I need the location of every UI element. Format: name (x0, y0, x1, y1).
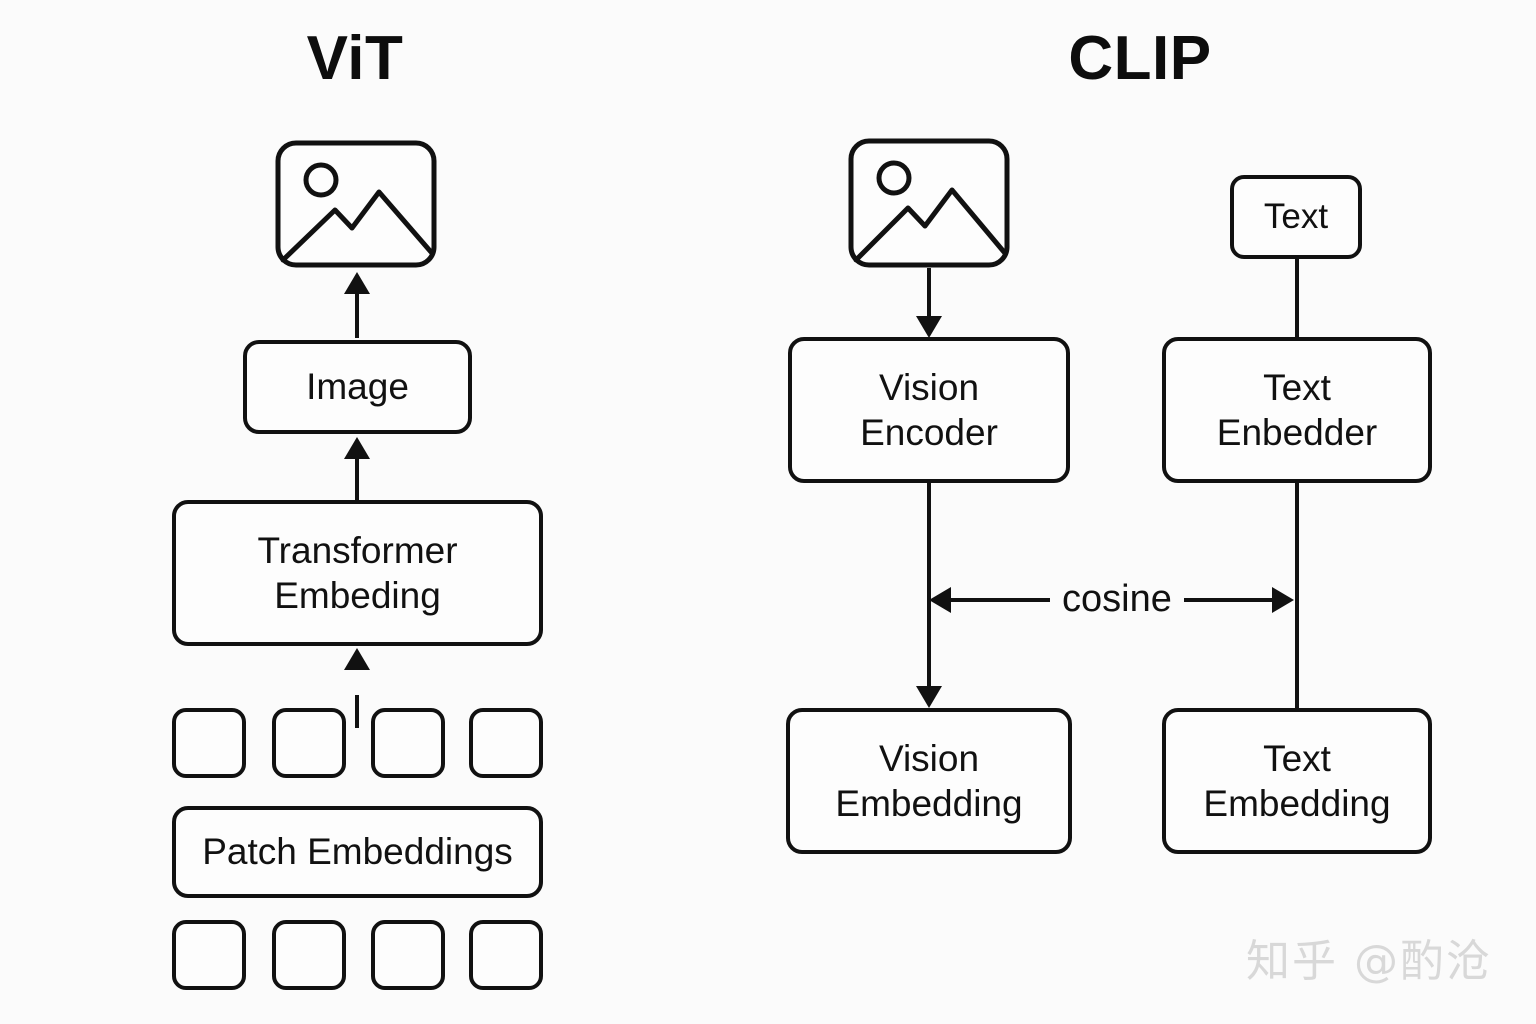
node-text-enbedder-line1: Text (1263, 366, 1331, 408)
node-vision-encoder-line1: Vision (878, 366, 980, 408)
edge-text-to-enbedder-line (1295, 259, 1299, 339)
node-text-label: Text (1263, 196, 1329, 236)
edge-patches-to-transformer-line (355, 695, 359, 728)
node-transformer-embeding-line1: Transformer (257, 529, 458, 571)
node-image[interactable]: Image (243, 340, 472, 434)
vit-image-icon (275, 140, 437, 268)
edge-cosine-label: cosine (1050, 580, 1184, 618)
edge-image-to-icon-line (355, 290, 359, 338)
node-vision-encoder[interactable]: Vision Encoder (788, 337, 1070, 483)
node-patch-embeddings-label: Patch Embeddings (202, 831, 513, 873)
patch-square-top-2[interactable] (272, 708, 346, 778)
node-text-enbedder[interactable]: Text Enbedder (1162, 337, 1432, 483)
node-patch-embeddings[interactable]: Patch Embeddings (172, 806, 543, 898)
edge-transformer-to-image-line (355, 455, 359, 500)
patch-square-bottom-3[interactable] (371, 920, 445, 990)
node-text-enbedder-line2: Enbedder (1216, 412, 1378, 453)
patch-square-top-4[interactable] (469, 708, 543, 778)
node-text-embedding[interactable]: Text Embedding (1162, 708, 1432, 854)
node-vision-embedding[interactable]: Vision Embedding (786, 708, 1072, 854)
edge-image-to-icon-arrowhead (344, 272, 370, 294)
node-text-embedding-line1: Text (1263, 737, 1331, 779)
edge-cosine-arrowhead-right (1272, 587, 1294, 613)
node-transformer-embeding[interactable]: Transformer Embeding (172, 500, 543, 646)
node-vision-embedding-line1: Vision (878, 737, 980, 779)
clip-image-icon (848, 138, 1010, 268)
page-title-vit: ViT (306, 24, 404, 93)
edge-textenbedder-to-textembedding-line (1295, 483, 1299, 709)
edge-visionencoder-to-visionembedding-line (927, 483, 931, 688)
patch-square-bottom-4[interactable] (469, 920, 543, 990)
node-transformer-embeding-line2: Embeding (274, 575, 441, 616)
edge-cosine-arrowhead-left (929, 587, 951, 613)
patch-square-bottom-1[interactable] (172, 920, 246, 990)
node-vision-encoder-line2: Encoder (860, 412, 998, 453)
watermark: 知乎 @酌沧 (1246, 936, 1492, 987)
node-image-label: Image (306, 366, 409, 408)
page-title-clip: CLIP (1068, 24, 1212, 93)
patch-square-top-3[interactable] (371, 708, 445, 778)
patch-square-top-1[interactable] (172, 708, 246, 778)
patch-square-bottom-2[interactable] (272, 920, 346, 990)
edge-clipimage-to-visionencoder-arrowhead (916, 316, 942, 338)
edge-patches-to-transformer-arrowhead (344, 648, 370, 670)
edge-visionencoder-to-visionembedding-arrowhead (916, 686, 942, 708)
edge-clipimage-to-visionencoder-line (927, 268, 931, 318)
edge-transformer-to-image-arrowhead (344, 437, 370, 459)
node-text-embedding-line2: Embedding (1203, 783, 1391, 824)
node-vision-embedding-line2: Embedding (835, 783, 1023, 824)
node-text[interactable]: Text (1230, 175, 1362, 259)
